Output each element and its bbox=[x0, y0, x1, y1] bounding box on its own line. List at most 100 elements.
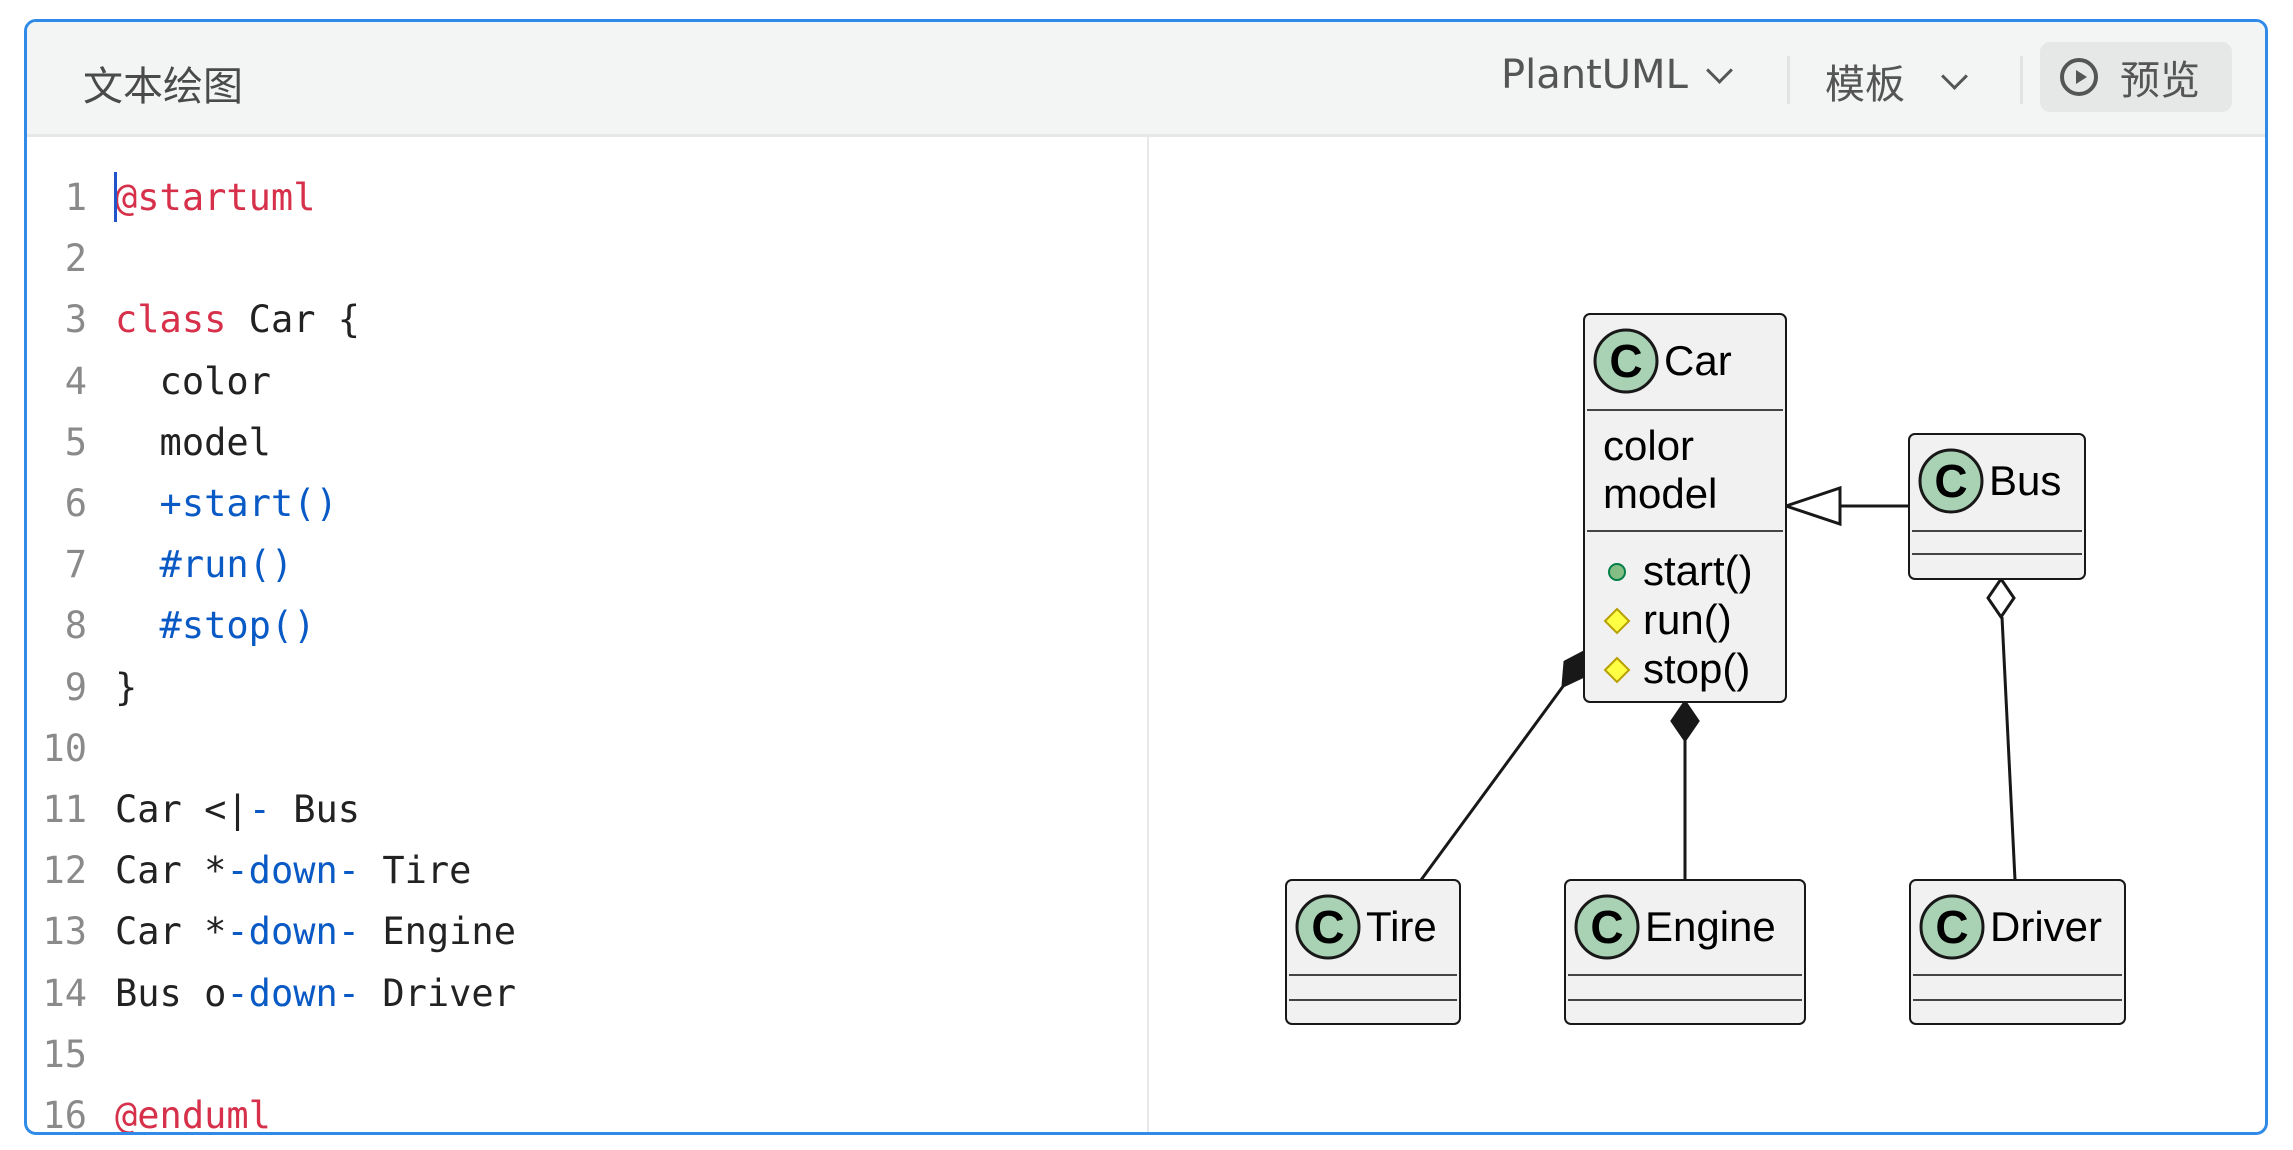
template-select[interactable]: 模板 bbox=[1825, 52, 1968, 110]
line-number: 14 bbox=[42, 971, 87, 1015]
code-token: Bus bbox=[270, 788, 361, 831]
code-token: color bbox=[115, 359, 271, 403]
panel-header: 文本绘图 PlantUML 模板 预览 bbox=[27, 22, 2265, 137]
code-token: model bbox=[115, 420, 271, 464]
panel-title: 文本绘图 bbox=[83, 64, 243, 110]
code-token: Bus o bbox=[115, 971, 227, 1015]
code-token: -down- bbox=[226, 849, 361, 893]
line-number: 4 bbox=[64, 359, 87, 403]
class-icon bbox=[1919, 894, 1985, 960]
template-select-label: 模板 bbox=[1825, 62, 1905, 108]
code-token: @startuml bbox=[115, 176, 316, 219]
class-name: Engine bbox=[1645, 903, 1776, 950]
class-tire[interactable]: C Tire bbox=[1285, 879, 1461, 1025]
code-token: -down- bbox=[226, 910, 361, 954]
class-icon-letter: C bbox=[1590, 901, 1623, 953]
aggregation-line-driver bbox=[2000, 616, 2017, 881]
class-engine[interactable]: C Engine bbox=[1564, 879, 1806, 1025]
line-number: 16 bbox=[42, 1094, 87, 1135]
code-token: @enduml bbox=[115, 1094, 271, 1135]
aggregation-diamond-driver bbox=[1986, 576, 2016, 620]
composition-line-tire bbox=[1419, 684, 1566, 881]
class-name: Bus bbox=[1989, 457, 2061, 504]
inheritance-arrowhead bbox=[1781, 485, 1842, 527]
class-attribute: model bbox=[1603, 470, 1717, 517]
code-token: } bbox=[115, 665, 138, 709]
code-token: Car * bbox=[115, 910, 227, 954]
class-name: Car bbox=[1664, 337, 1732, 384]
pane-divider[interactable] bbox=[1147, 137, 1149, 1132]
class-attribute: color bbox=[1603, 422, 1694, 469]
code-text: @enduml bbox=[115, 1085, 271, 1135]
line-number: 12 bbox=[42, 849, 87, 893]
code-token: Car { bbox=[226, 298, 361, 342]
line-number: 1 bbox=[64, 176, 87, 219]
line-number: 13 bbox=[42, 910, 87, 954]
code-text: class Car { bbox=[115, 289, 360, 350]
code-token: Driver bbox=[360, 971, 516, 1015]
code-editor[interactable]: 1 @startuml 2 3 class Car { 4 color 5 model 6 +… bbox=[27, 137, 1147, 1132]
code-text: } bbox=[115, 657, 137, 718]
class-icon bbox=[1295, 894, 1361, 960]
class-name: Tire bbox=[1366, 903, 1437, 950]
public-visibility-icon bbox=[1608, 563, 1626, 581]
play-circle-icon bbox=[2060, 58, 2098, 96]
code-text: +start() bbox=[115, 473, 338, 534]
code-text: Car <|- Bus bbox=[115, 779, 360, 840]
protected-visibility-icon bbox=[1603, 656, 1631, 684]
line-number: 9 bbox=[64, 665, 87, 709]
class-icon-letter: C bbox=[1934, 455, 1967, 507]
code-token: Tire bbox=[360, 849, 472, 893]
composition-diamond-tire bbox=[1561, 649, 1586, 689]
code-text: @startuml bbox=[115, 167, 315, 228]
line-number: 5 bbox=[64, 420, 87, 464]
class-icon-letter: C bbox=[1311, 901, 1344, 953]
code-text: color bbox=[115, 351, 271, 412]
code-token: -down- bbox=[226, 971, 361, 1015]
class-bus[interactable]: C Bus bbox=[1908, 433, 2086, 580]
code-token: #run() bbox=[115, 543, 294, 587]
code-token: +start() bbox=[115, 482, 338, 525]
code-token: class bbox=[115, 298, 227, 342]
class-icon bbox=[1593, 328, 1659, 394]
class-icon bbox=[1574, 894, 1640, 960]
code-text: Car *-down- Engine bbox=[115, 901, 516, 962]
line-number: 15 bbox=[42, 1032, 87, 1076]
line-number: 3 bbox=[64, 298, 87, 342]
code-token: #stop() bbox=[115, 604, 316, 648]
code-token: Car * bbox=[115, 849, 227, 893]
language-select[interactable]: PlantUML bbox=[1501, 52, 1733, 98]
preview-button[interactable]: 预览 bbox=[2040, 42, 2232, 112]
line-number: 6 bbox=[64, 482, 87, 525]
class-method: run() bbox=[1643, 596, 1732, 643]
code-text: Car *-down- Tire bbox=[115, 840, 471, 901]
code-text: model bbox=[115, 412, 271, 473]
language-select-value: PlantUML bbox=[1501, 52, 1688, 98]
code-token: Car <| bbox=[115, 788, 249, 831]
code-token: - bbox=[248, 788, 271, 831]
text-diagram-panel: 文本绘图 PlantUML 模板 预览 1 @startuml 2 3 class Ca… bbox=[24, 19, 2268, 1135]
divider bbox=[1787, 56, 1790, 104]
line-number: 11 bbox=[42, 788, 87, 831]
preview-label: 预览 bbox=[2120, 58, 2200, 104]
class-method: stop() bbox=[1643, 645, 1750, 692]
class-icon bbox=[1918, 448, 1984, 514]
composition-diamond-engine bbox=[1670, 699, 1700, 743]
line-number: 8 bbox=[64, 604, 87, 648]
code-text: Bus o-down- Driver bbox=[115, 963, 516, 1024]
text-cursor bbox=[114, 172, 117, 222]
class-method: start() bbox=[1643, 547, 1753, 594]
divider bbox=[2020, 56, 2023, 104]
code-token: Engine bbox=[360, 910, 516, 954]
class-icon-letter: C bbox=[1935, 901, 1968, 953]
line-number: 7 bbox=[64, 543, 87, 587]
code-text: #run() bbox=[115, 534, 294, 595]
class-driver[interactable]: C Driver bbox=[1909, 879, 2126, 1025]
class-name: Driver bbox=[1990, 903, 2102, 950]
code-text: #stop() bbox=[115, 595, 316, 656]
class-icon-letter: C bbox=[1609, 335, 1642, 387]
line-number: 2 bbox=[64, 237, 87, 281]
protected-visibility-icon bbox=[1603, 607, 1631, 635]
